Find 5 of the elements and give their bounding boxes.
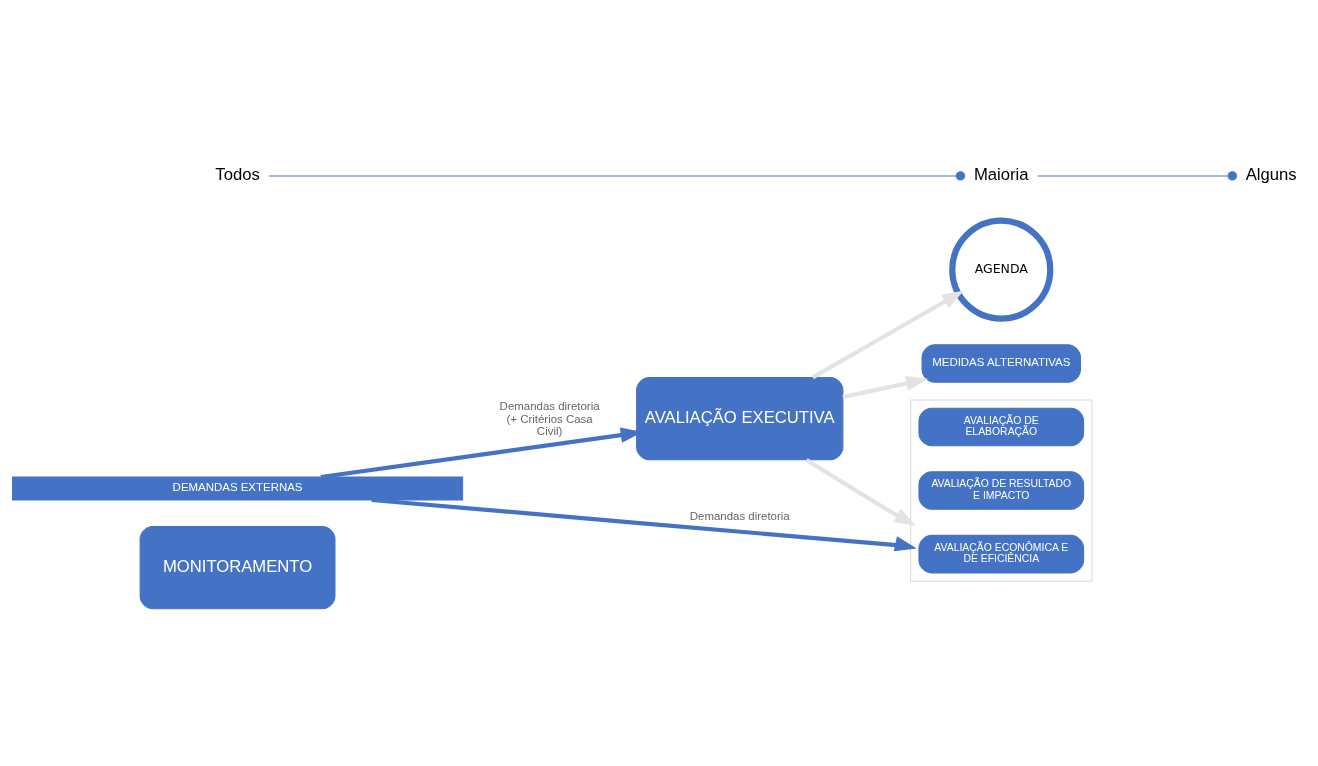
label: Alguns	[1245, 164, 1297, 184]
edge-label: Demandas diretoria (+ Critérios Casa Civil)	[499, 400, 600, 438]
label: Maioria	[973, 164, 1029, 184]
edge-label: Demandas diretoria	[689, 509, 790, 522]
label: Todos	[215, 164, 260, 184]
